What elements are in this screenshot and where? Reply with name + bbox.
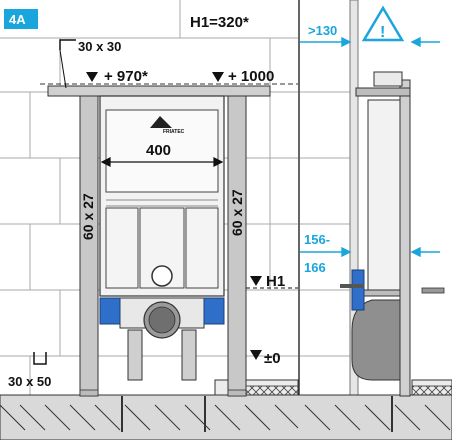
profile-right-label: 60 x 27 [229,189,245,236]
profile-bottom-label: 30 x 50 [8,374,51,389]
side-support-rod [340,284,364,288]
warning-icon [361,5,405,42]
front-view-title: H1=320* [190,14,249,31]
profile-left-label: 60 x 27 [80,193,96,240]
figure-tag: 4A [9,12,26,27]
drain-pipe-inner [148,306,176,334]
side-top-rail [355,87,411,97]
anchor-bolts-front [121,396,206,432]
svg-text:FRIATEC: FRIATEC [163,129,185,135]
top-rail [47,85,271,97]
profile-top-bracket-icon [59,39,76,50]
profile-top-leader [59,49,67,89]
distance-top-label: >130 [308,23,337,38]
h1-label: H1 [266,273,285,290]
left-post [79,95,99,397]
friatec-logo: FRIATEC [150,116,185,135]
h1-arrow [250,276,262,286]
right-post [227,95,247,397]
warning-mark: ! [380,24,385,41]
brick-wall-side [300,91,356,357]
side-cistern [367,99,401,297]
flush-connection [151,265,173,287]
cistern-ribs [106,199,218,207]
arrow-970 [86,72,98,82]
height-970-label: + 970* [104,68,148,85]
width-400-label: 400 [146,142,171,159]
bracket-right [203,297,225,325]
distance-mid-label-line1: 156- [304,232,330,247]
distance-mid-label-line2: 166 [304,260,326,275]
side-bracket-blue [351,269,365,311]
bracket-left [99,297,121,325]
cistern-lower-right [185,207,219,289]
width-dimension [100,157,224,167]
floor-level-label: ±0 [264,350,281,367]
arrow-1000 [212,72,224,82]
insulation-side [411,385,452,396]
floor-arrow [250,350,262,360]
leg-foot-left [79,389,99,397]
side-drain-elbow [351,299,401,381]
leg-left [127,329,143,381]
leg-right [181,329,197,381]
side-shelf [421,287,445,294]
profile-top-label: 30 x 30 [78,39,121,54]
side-dimension-lines [300,36,440,258]
side-top-cap [373,71,403,87]
figure-tag-box [4,9,38,29]
floor-slab [0,394,452,441]
height-1000-label: + 1000 [228,68,274,85]
side-frame-post [399,79,411,397]
cistern-lower-left [105,207,139,289]
profile-bottom-bracket-icon [33,352,47,365]
floor-hatching [0,404,451,431]
leg-foot-right [227,389,247,397]
